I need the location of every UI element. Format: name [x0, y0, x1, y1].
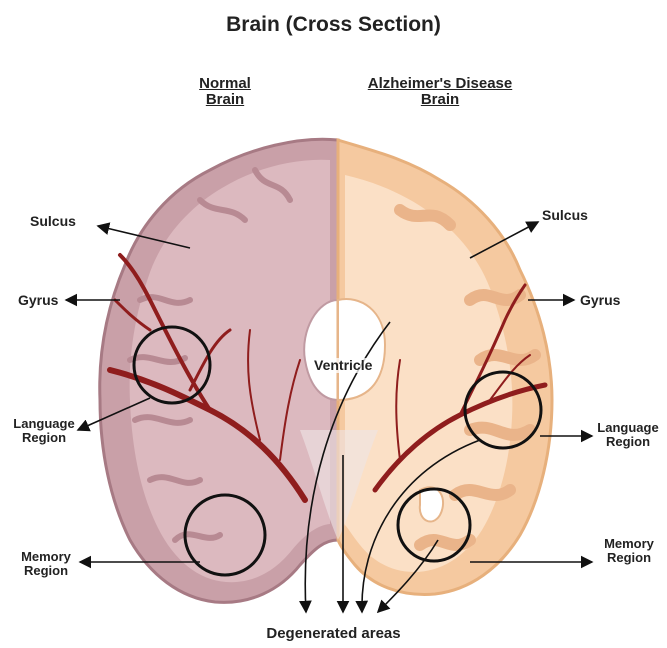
language-region-label-left: Language Region	[4, 417, 84, 444]
gyrus-label-right: Gyrus	[580, 293, 620, 308]
memory-left-line2: Region	[10, 564, 82, 578]
ventricle-label: Ventricle	[312, 358, 374, 373]
gyrus-label-left: Gyrus	[18, 293, 58, 308]
language-region-label-right: Language Region	[590, 421, 666, 448]
memory-region-label-right: Memory Region	[594, 537, 664, 564]
degenerated-areas-label: Degenerated areas	[0, 626, 667, 642]
memory-right-line2: Region	[594, 551, 664, 565]
sulcus-label-right: Sulcus	[542, 208, 588, 223]
sulcus-label-left: Sulcus	[30, 214, 76, 229]
language-right-line2: Region	[590, 435, 666, 449]
language-left-line2: Region	[4, 431, 84, 445]
language-right-line1: Language	[590, 421, 666, 435]
memory-left-line1: Memory	[10, 550, 82, 564]
language-left-line1: Language	[4, 417, 84, 431]
memory-region-label-left: Memory Region	[10, 550, 82, 577]
memory-right-line1: Memory	[594, 537, 664, 551]
